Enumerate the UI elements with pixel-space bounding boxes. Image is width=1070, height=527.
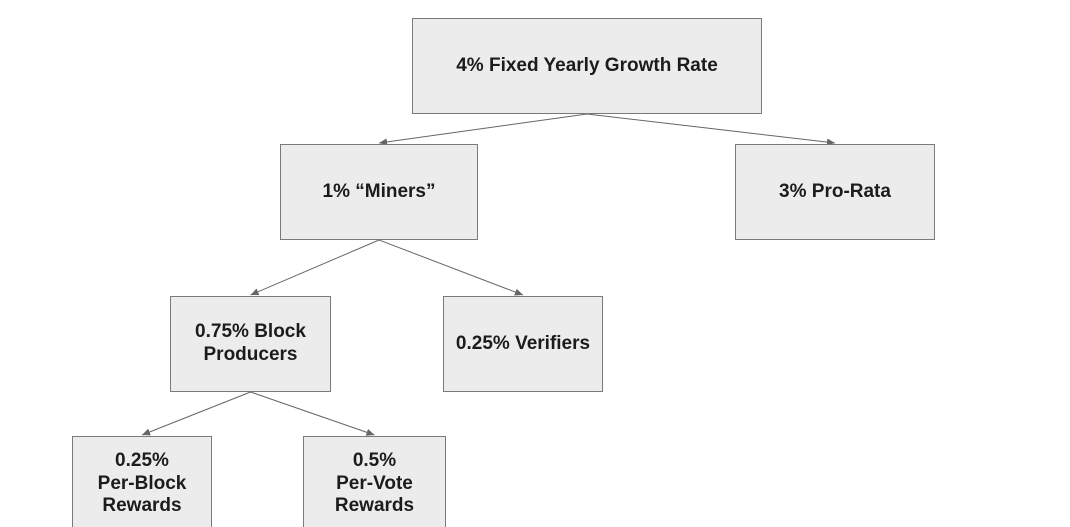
connector-block-producers-to-per-vote-rewards <box>250 391 375 436</box>
node-per-block-rewards: 0.25% Per-Block Rewards <box>72 436 212 527</box>
connector-miners-to-verifiers <box>378 239 524 296</box>
node-per-vote-rewards: 0.5% Per-Vote Rewards <box>303 436 446 527</box>
connector-growth-rate-to-miners <box>378 113 588 146</box>
node-pro-rata-label: 3% Pro-Rata <box>779 180 891 202</box>
connector-growth-rate-to-pro-rata <box>586 113 836 146</box>
connector-block-producers-to-per-block-rewards <box>141 391 251 436</box>
node-per-vote-rewards-label: 0.5% Per-Vote Rewards <box>334 449 415 517</box>
node-miners: 1% “Miners” <box>280 144 478 240</box>
connector-miners-to-block-producers <box>250 239 380 296</box>
node-pro-rata: 3% Pro-Rata <box>735 144 935 240</box>
node-block-producers: 0.75% Block Producers <box>170 296 331 392</box>
node-growth-rate: 4% Fixed Yearly Growth Rate <box>412 18 762 114</box>
node-growth-rate-label: 4% Fixed Yearly Growth Rate <box>456 54 718 76</box>
node-per-block-rewards-label: 0.25% Per-Block Rewards <box>97 449 187 517</box>
node-verifiers-label: 0.25% Verifiers <box>455 332 591 354</box>
node-block-producers-label: 0.75% Block Producers <box>195 321 306 365</box>
node-verifiers: 0.25% Verifiers <box>443 296 603 392</box>
node-miners-label: 1% “Miners” <box>322 180 436 202</box>
